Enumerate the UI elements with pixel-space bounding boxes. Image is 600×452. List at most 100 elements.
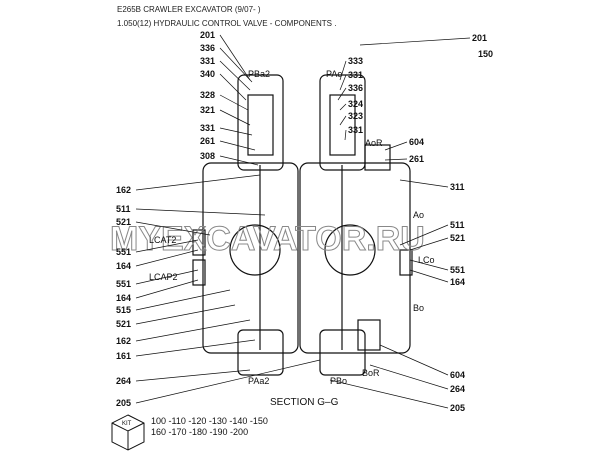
leader-line xyxy=(384,158,408,161)
port-label[interactable]: PBa2 xyxy=(248,69,270,79)
callout-right[interactable]: 264 xyxy=(450,384,465,394)
leader-line xyxy=(399,224,449,246)
callout-right[interactable]: 331 xyxy=(348,70,363,80)
callout-right[interactable]: 311 xyxy=(450,182,465,192)
leader-line xyxy=(135,279,199,299)
leader-line xyxy=(219,60,251,91)
leader-line xyxy=(337,87,347,101)
leader-line xyxy=(219,73,247,101)
leader-line xyxy=(135,269,199,285)
callout-left[interactable]: 261 xyxy=(200,136,215,146)
port-label[interactable]: LCo xyxy=(418,255,435,265)
leader-line xyxy=(369,364,449,390)
port-label[interactable]: BoR xyxy=(362,368,380,378)
leader-line xyxy=(135,208,266,216)
callout-left[interactable]: 331 xyxy=(200,123,215,133)
valve-body xyxy=(192,74,413,376)
callout-left[interactable]: 340 xyxy=(200,69,215,79)
model-title: E265B CRAWLER EXCAVATOR (9/07- ) xyxy=(117,5,261,14)
section-title: 1.050(12) HYDRAULIC CONTROL VALVE - COMP… xyxy=(117,19,337,28)
leader-line xyxy=(339,115,347,126)
leader-line xyxy=(219,127,253,136)
port-label[interactable]: Ao xyxy=(413,210,424,220)
port-label[interactable]: PBo xyxy=(330,376,347,386)
callout-left[interactable]: 308 xyxy=(200,151,215,161)
callout-left[interactable]: 164 xyxy=(116,293,131,303)
leader-line xyxy=(219,109,251,126)
callout-left[interactable]: 205 xyxy=(116,398,131,408)
section-label: SECTION G–G xyxy=(270,397,339,408)
leader-line xyxy=(135,174,261,191)
leader-line xyxy=(359,37,471,46)
leader-line xyxy=(344,129,347,141)
callout-left[interactable]: 328 xyxy=(200,90,215,100)
leader-line xyxy=(339,60,347,81)
callout-right[interactable]: 521 xyxy=(450,233,465,243)
callout-left[interactable]: 264 xyxy=(116,376,131,386)
leader-line xyxy=(409,237,449,251)
watermark: MYEXCAVATOR.RU xyxy=(110,220,425,258)
leader-line xyxy=(135,319,251,342)
callout-right[interactable]: 164 xyxy=(450,277,465,287)
callout-left[interactable]: 321 xyxy=(200,105,215,115)
leader-line xyxy=(219,47,253,83)
kit-line-2: 160 -170 -180 -190 -200 xyxy=(151,427,249,437)
leader-line xyxy=(135,239,199,253)
callout-left[interactable]: 336 xyxy=(200,43,215,53)
port-label[interactable]: PAo xyxy=(326,69,342,79)
callout-right[interactable]: 201 xyxy=(472,33,487,43)
leader-line xyxy=(135,339,256,357)
leader-line xyxy=(219,34,251,81)
callout-left[interactable]: 164 xyxy=(116,261,131,271)
callout-left[interactable]: 161 xyxy=(116,351,131,361)
leader-line xyxy=(409,259,449,271)
leader-line xyxy=(219,94,249,111)
port-label[interactable]: LCAP2 xyxy=(149,272,178,282)
leader-line xyxy=(135,221,211,236)
leader-line xyxy=(135,249,199,267)
kit-icon-text: KIT xyxy=(122,421,132,427)
callout-right[interactable]: 331 xyxy=(348,125,363,135)
port-label[interactable]: Bo xyxy=(413,303,424,313)
leader-line xyxy=(379,344,449,376)
callout-left[interactable]: 331 xyxy=(200,56,215,66)
callout-left[interactable]: 162 xyxy=(116,185,131,195)
leader-line xyxy=(409,269,449,283)
port-label[interactable]: LCAT2 xyxy=(149,235,176,245)
kit-line-1: 100 -110 -120 -130 -140 -150 xyxy=(151,416,268,426)
callout-left[interactable]: 162 xyxy=(116,336,131,346)
leader-line xyxy=(135,289,231,311)
leader-line xyxy=(329,379,449,409)
leader-line xyxy=(135,304,236,325)
leader-line xyxy=(399,179,449,188)
callout-right[interactable]: 261 xyxy=(409,154,424,164)
callout-left[interactable]: 551 xyxy=(116,279,131,289)
callout-right[interactable]: 150 xyxy=(478,49,493,59)
callout-left[interactable]: 515 xyxy=(116,305,131,315)
callout-left[interactable]: 201 xyxy=(200,30,215,40)
callout-left[interactable]: 551 xyxy=(116,247,131,257)
callout-right[interactable]: 333 xyxy=(348,56,363,66)
callout-right[interactable]: 324 xyxy=(348,99,363,109)
leader-line xyxy=(219,155,259,166)
port-label[interactable]: AoR xyxy=(365,138,383,148)
callout-left[interactable]: 521 xyxy=(116,217,131,227)
callout-right[interactable]: 604 xyxy=(450,370,465,380)
callout-right[interactable]: 205 xyxy=(450,403,465,413)
callout-left[interactable]: 511 xyxy=(116,204,131,214)
leader-line xyxy=(135,369,251,382)
kit-cube-icon: KIT xyxy=(111,414,145,451)
leader-line xyxy=(339,103,347,111)
callout-right[interactable]: 336 xyxy=(348,83,363,93)
kit-list: 100 -110 -120 -130 -140 -150 160 -170 -1… xyxy=(151,416,268,438)
leader-line xyxy=(135,359,321,404)
callout-right[interactable]: 604 xyxy=(409,137,424,147)
callout-right[interactable]: 551 xyxy=(450,265,465,275)
callout-left[interactable]: 521 xyxy=(116,319,131,329)
leader-line xyxy=(384,141,408,151)
callout-right[interactable]: 323 xyxy=(348,111,363,121)
port-label[interactable]: PAa2 xyxy=(248,376,269,386)
callout-right[interactable]: 511 xyxy=(450,220,465,230)
